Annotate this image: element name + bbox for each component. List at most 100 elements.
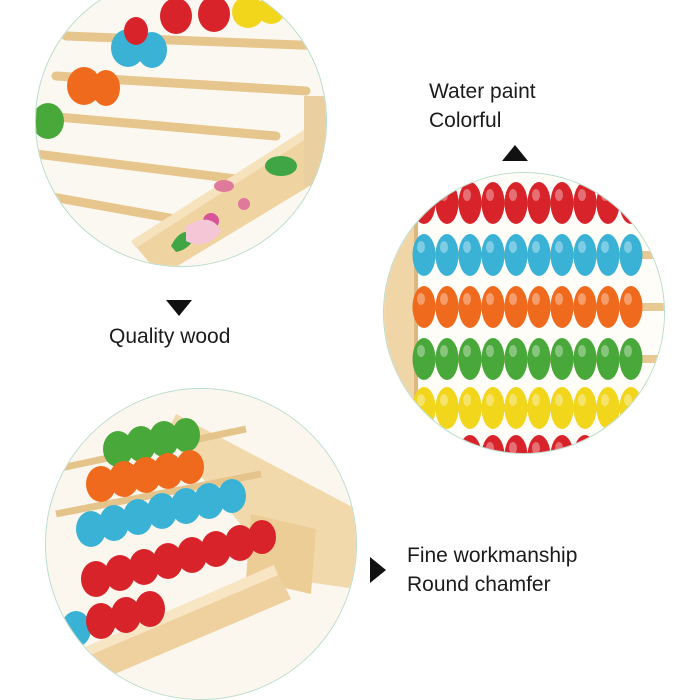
bead (481, 234, 505, 276)
fine-workmanship-photo (45, 388, 357, 700)
bead (527, 338, 551, 380)
fine-workmanship-text: Fine workmanship (407, 544, 578, 567)
chamfer-corner-illustration (46, 389, 356, 699)
bead-highlight (463, 241, 471, 253)
bead (481, 338, 505, 380)
bead-highlight (578, 241, 586, 253)
bead (504, 387, 528, 429)
bead-highlight (532, 394, 540, 406)
bead-highlight (578, 394, 586, 406)
bead (619, 387, 643, 429)
bead-highlight (486, 241, 494, 253)
bead (412, 435, 436, 453)
bead-highlight (555, 293, 563, 305)
bead (527, 435, 551, 453)
bead (596, 234, 620, 276)
bead-highlight (624, 345, 632, 357)
bead (458, 338, 482, 380)
bead (527, 234, 551, 276)
bead (458, 286, 482, 328)
colorful-text: Colorful (429, 109, 502, 132)
bead-highlight (532, 345, 540, 357)
bead-highlight (555, 189, 563, 201)
bead (619, 182, 643, 224)
quality-wood-text: Quality wood (109, 325, 231, 348)
bead-highlight (532, 189, 540, 201)
bead (619, 234, 643, 276)
bead-highlight (417, 293, 425, 305)
bead (481, 182, 505, 224)
bead (573, 387, 597, 429)
bead (619, 435, 643, 453)
bead-highlight (463, 189, 471, 201)
bead (550, 182, 574, 224)
bead-highlight (601, 345, 609, 357)
bead (458, 387, 482, 429)
bead-highlight (440, 241, 448, 253)
bead (550, 234, 574, 276)
bead-highlight (486, 293, 494, 305)
bead (573, 234, 597, 276)
bead-highlight (417, 394, 425, 406)
bead (573, 286, 597, 328)
bead-highlight (463, 345, 471, 357)
bead-highlight (578, 442, 586, 453)
wood-frame-illustration (36, 0, 326, 266)
bead (573, 182, 597, 224)
bead-highlight (532, 241, 540, 253)
bead-highlight (624, 293, 632, 305)
water-paint-text: Water paint (429, 80, 536, 103)
quality-wood-photo (35, 0, 327, 267)
bead (504, 234, 528, 276)
bead (527, 387, 551, 429)
bead (435, 387, 459, 429)
bead (481, 286, 505, 328)
bead (412, 286, 436, 328)
bead (435, 338, 459, 380)
bead (412, 182, 436, 224)
bead-highlight (555, 394, 563, 406)
bead-highlight (624, 394, 632, 406)
bead-highlight (417, 345, 425, 357)
bead (504, 182, 528, 224)
bead-highlight (624, 442, 632, 453)
bead (504, 338, 528, 380)
bead (504, 286, 528, 328)
bead-highlight (532, 442, 540, 453)
bead-highlight (578, 293, 586, 305)
bead-highlight (463, 442, 471, 453)
bead (596, 286, 620, 328)
bead-highlight (509, 345, 517, 357)
bead (458, 234, 482, 276)
bead-highlight (509, 293, 517, 305)
bead (550, 286, 574, 328)
bead-highlight (463, 394, 471, 406)
bead (412, 234, 436, 276)
bead-highlight (440, 442, 448, 453)
bead-highlight (601, 394, 609, 406)
colorful-beads-photo (383, 172, 665, 454)
bead-highlight (486, 189, 494, 201)
bead-highlight (578, 189, 586, 201)
bead-highlight (417, 241, 425, 253)
bead (435, 182, 459, 224)
bead-highlight (486, 394, 494, 406)
bead (550, 387, 574, 429)
triangle-up-icon (502, 145, 528, 161)
bead-highlight (624, 189, 632, 201)
bead (619, 338, 643, 380)
bead (412, 387, 436, 429)
bead (435, 286, 459, 328)
bead-highlight (601, 241, 609, 253)
triangle-right-icon (370, 557, 386, 583)
bead (412, 338, 436, 380)
bead-highlight (601, 442, 609, 453)
bead (596, 435, 620, 453)
bead (504, 435, 528, 453)
bead-highlight (601, 293, 609, 305)
bead (458, 182, 482, 224)
bead (596, 338, 620, 380)
bead-highlight (578, 345, 586, 357)
bead-highlight (555, 241, 563, 253)
bead-highlight (532, 293, 540, 305)
